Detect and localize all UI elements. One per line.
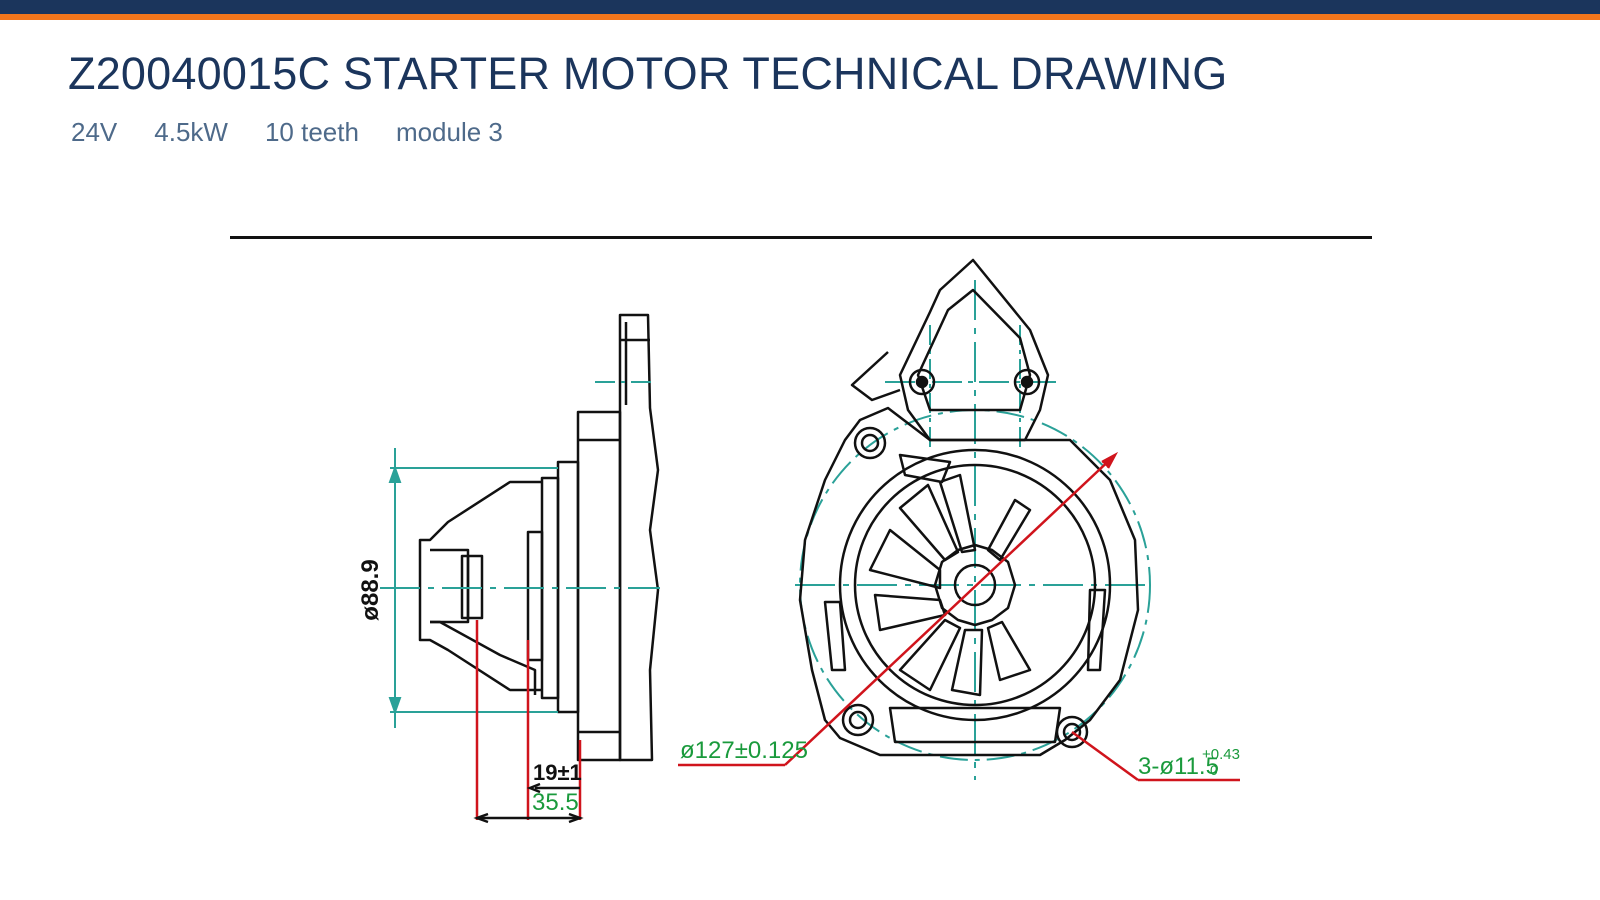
front-view-dimensions [678,451,1240,782]
pilot-diameter-label: ø88.9 [357,559,384,620]
technical-drawing: ø88.9 19±1 35.5 [240,250,1370,870]
drawing-canvas: ø88.9 19±1 35.5 [357,258,1240,824]
header-bar-orange [0,14,1600,20]
spec-teeth: 10 teeth [264,117,359,147]
holes-tol-lower: 0 [1210,762,1218,778]
pinion-offset-label: 19±1 [533,760,582,785]
front-view [798,258,1140,757]
holes-label: 3-ø11.5 [1138,753,1219,780]
divider-rule [230,236,1372,239]
spec-module: module 3 [395,117,503,147]
shaft-length-label: 35.5 [532,789,579,816]
flange-diameter-label: ø127±0.125 [680,737,808,764]
header-bar-navy [0,0,1600,14]
side-view-centerlines [380,381,660,728]
page-title: Z20040015C STARTER MOTOR TECHNICAL DRAWI… [68,48,1228,99]
spec-power: 4.5kW [154,117,228,147]
side-view-dimensions [473,620,584,824]
holes-tol-upper: +0.43 [1202,746,1240,763]
spec-voltage: 24V [71,117,118,147]
spec-list: 24V 4.5kW 10 teeth module 3 [71,117,503,148]
